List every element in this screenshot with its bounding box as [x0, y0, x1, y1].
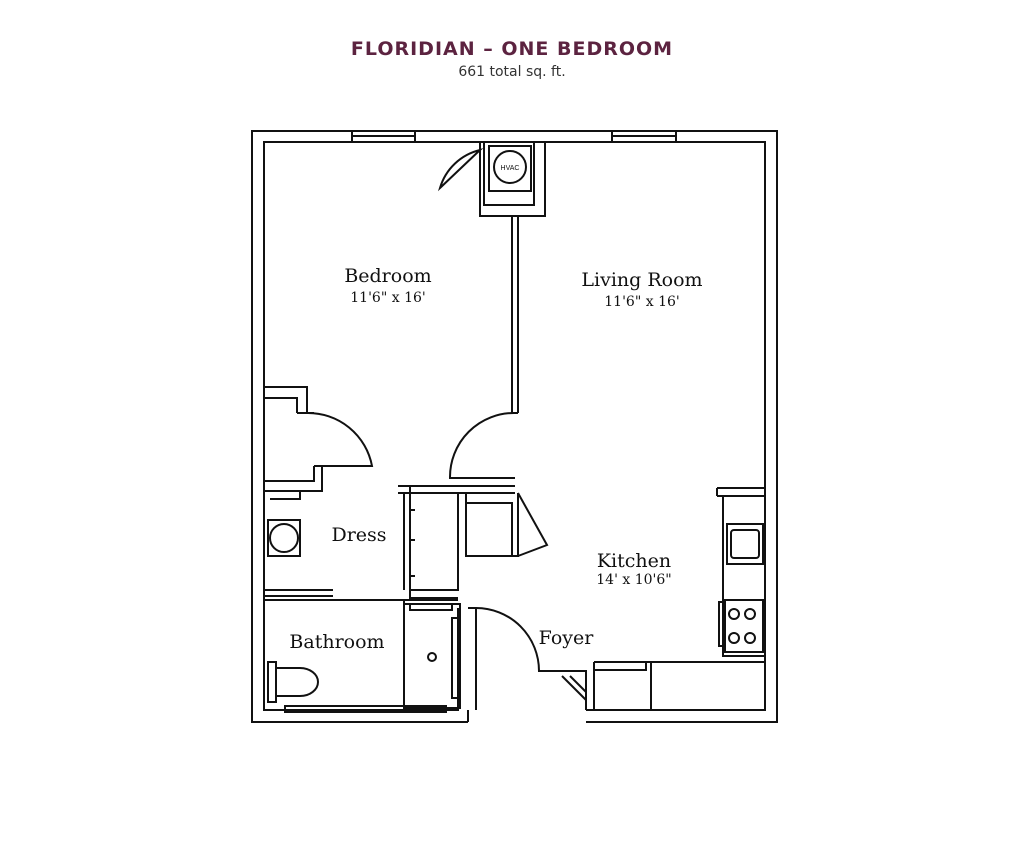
room-dims-bedroom: 11'6" x 16' [350, 290, 425, 306]
room-dims-living-room: 11'6" x 16' [604, 294, 679, 310]
plan-title: FLORIDIAN – ONE BEDROOM [350, 38, 674, 60]
dress-area [264, 490, 333, 597]
door-bedroom-living [448, 411, 516, 479]
kitchen-counters [593, 487, 766, 710]
room-name-kitchen: Kitchen [597, 550, 671, 572]
plan-subtitle: 661 total sq. ft. [458, 64, 566, 80]
window-living-room [611, 130, 677, 143]
room-dims-kitchen: 14' x 10'6" [596, 572, 671, 588]
bedroom-living-wall [511, 216, 519, 414]
room-name-bathroom: Bathroom [289, 631, 384, 653]
bathroom-area [264, 599, 461, 713]
outer-wall [251, 130, 778, 723]
room-name-living-room: Living Room [581, 269, 702, 291]
hvac-label: HVAC [501, 165, 520, 172]
room-name-bedroom: Bedroom [344, 265, 431, 287]
window-bedroom [351, 130, 416, 143]
room-name-foyer: Foyer [539, 627, 595, 649]
coat-closet [465, 492, 549, 557]
entry-door [467, 607, 587, 722]
room-name-dress: Dress [331, 524, 386, 546]
bedroom-lower-wall [264, 386, 374, 492]
hvac-closet [437, 142, 546, 217]
central-partition [398, 485, 515, 599]
